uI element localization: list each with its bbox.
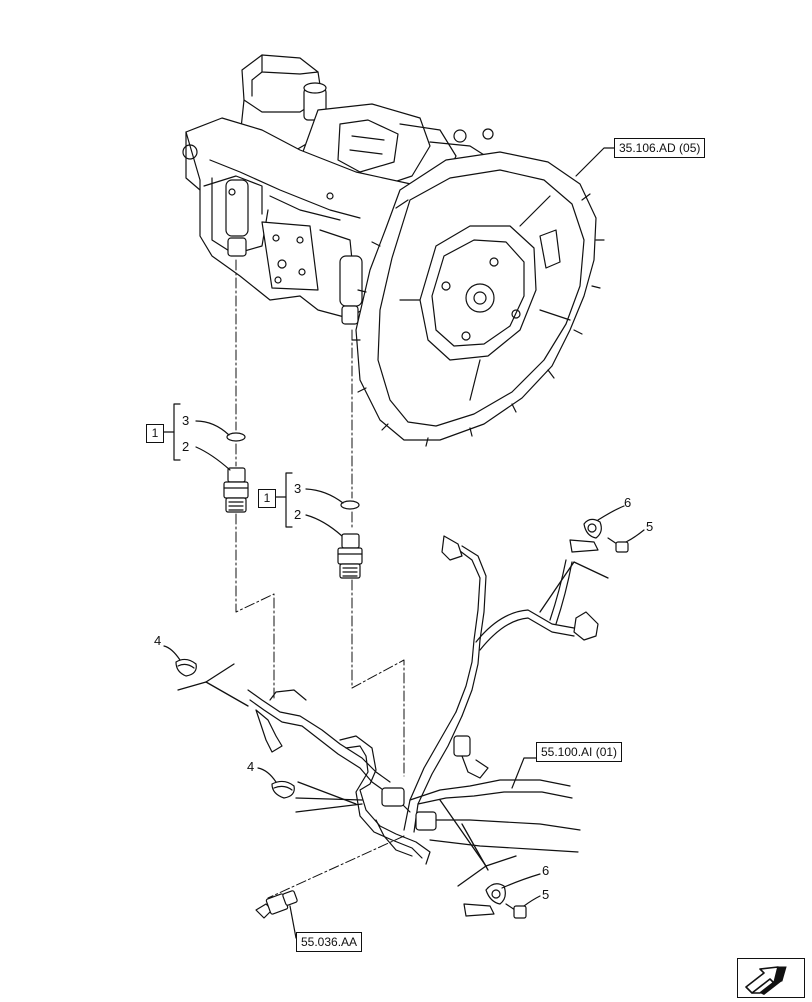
leader-clip-upper — [597, 505, 625, 521]
section-cut-lines — [177, 561, 609, 887]
leader-sensor-left — [195, 446, 231, 471]
ref-box-pump[interactable]: 35.106.AD (05) — [614, 138, 706, 158]
callout-o-ring-right: 3 — [294, 481, 302, 496]
wiring-harness — [247, 535, 599, 865]
seal-lower — [271, 780, 295, 799]
leader-seal-upper — [163, 645, 181, 661]
temperature-sensor — [255, 890, 298, 919]
leader-clip-lower — [501, 873, 541, 889]
group-box-left: 1 — [146, 424, 164, 443]
pressure-sensor-right — [337, 533, 363, 579]
callout-o-ring-left: 3 — [182, 413, 190, 428]
leader-seal-lower — [257, 767, 277, 783]
callout-sensor-right: 2 — [294, 507, 302, 522]
bolt-upper — [607, 537, 629, 553]
clip-lower — [463, 883, 506, 917]
callout-seal-upper: 4 — [154, 633, 162, 648]
group-box-right: 1 — [258, 489, 276, 508]
callout-clip-upper: 6 — [624, 495, 632, 510]
ref-box-harness[interactable]: 55.100.AI (01) — [536, 742, 623, 762]
seal-upper — [175, 658, 197, 677]
flywheel-coupling — [351, 151, 605, 447]
leader-o-ring-left — [195, 420, 230, 436]
bracket-left — [173, 403, 181, 461]
o-ring-left — [226, 432, 246, 442]
pressure-sensor-left — [223, 467, 249, 513]
ref-box-sensor[interactable]: 55.036.AA — [296, 932, 363, 952]
callout-bolt-upper: 5 — [646, 519, 654, 534]
leader-ref-pump — [575, 147, 615, 177]
callout-sensor-left: 2 — [182, 439, 190, 454]
callout-clip-lower: 6 — [542, 863, 550, 878]
leader-sensor-right — [305, 514, 343, 537]
leader-bolt-upper — [625, 529, 645, 543]
clip-upper — [569, 518, 602, 553]
leader-bolt-lower — [523, 895, 541, 907]
center-lines — [235, 259, 405, 899]
bracket-right — [285, 472, 293, 528]
leader-ref-harness — [511, 757, 537, 789]
o-ring-right — [340, 500, 360, 510]
next-page-arrow-icon[interactable] — [737, 958, 805, 998]
bolt-lower — [505, 903, 527, 919]
hydraulic-pump-assembly — [182, 54, 521, 325]
leader-o-ring-right — [305, 488, 344, 504]
callout-seal-lower: 4 — [247, 759, 255, 774]
arrow-glyph-icon — [745, 966, 787, 995]
leader-ref-sensor — [289, 905, 297, 939]
callout-bolt-lower: 5 — [542, 887, 550, 902]
